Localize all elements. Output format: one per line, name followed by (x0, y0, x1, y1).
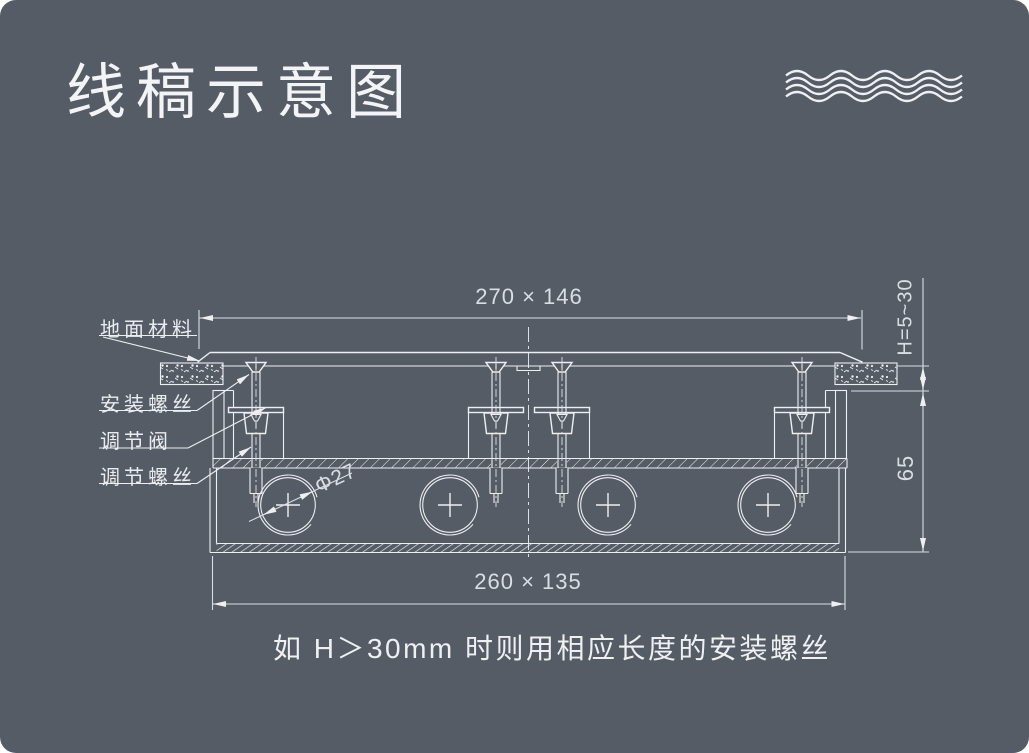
callout-leaders (99, 334, 267, 485)
callout-mounting-screw: 安装螺丝 (100, 394, 196, 416)
dimension-bottom (211, 556, 846, 610)
dimension-box-depth-label: 65 (893, 454, 918, 482)
dimension-bottom-label: 260 × 135 (474, 569, 582, 594)
dimension-top-label: 270 × 146 (475, 284, 583, 309)
callout-adjustment-valve: 调节阀 (100, 431, 172, 453)
installation-note: 如 H＞30mm 时则用相应长度的安装螺丝 (272, 633, 832, 664)
frame-walls (212, 389, 848, 460)
cover-plate (197, 351, 863, 372)
dimension-top (198, 310, 863, 350)
page-title: 线稿示意图 (66, 59, 416, 126)
floor-material-hatch (159, 362, 898, 386)
flange-band (212, 457, 848, 469)
wave-decoration (785, 69, 963, 103)
dimension-right (848, 278, 929, 553)
hole-diameter-leader (248, 472, 353, 522)
embedded-box (209, 468, 847, 554)
dimension-floor-thickness-label: H=5~30 (894, 278, 917, 356)
callout-floor-material: 地面材料 (100, 319, 196, 341)
callout-adjustment-screw: 调节螺丝 (100, 467, 196, 489)
